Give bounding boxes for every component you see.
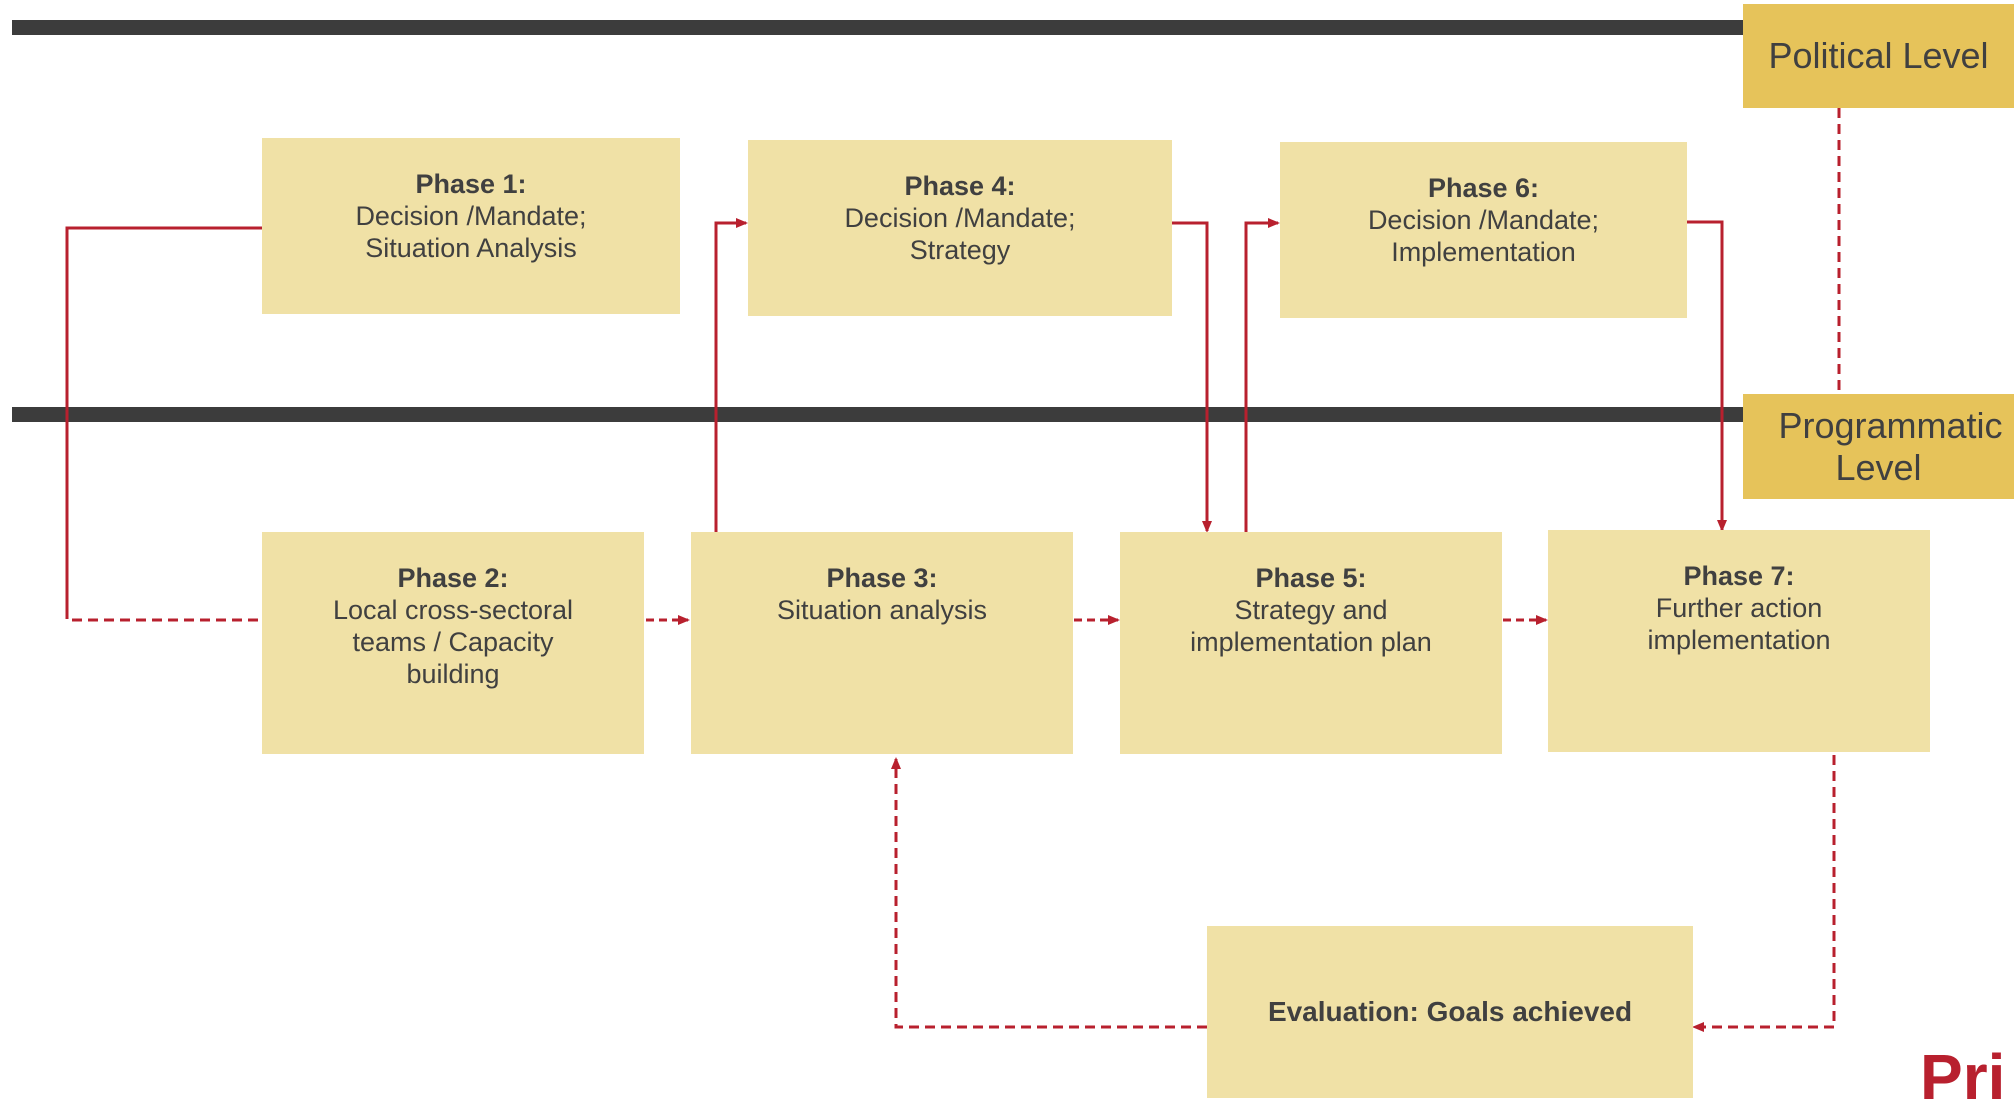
phase-2-title: Phase 2: — [397, 563, 509, 593]
connector-phase5-to-phase6 — [1244, 218, 1280, 532]
connector-phase1-to-phase2 — [65, 226, 262, 622]
connector-phase3-to-phase4 — [714, 218, 748, 532]
political-level-divider — [12, 20, 1752, 35]
phase-6-title: Phase 6: — [1427, 173, 1540, 203]
evaluation-box: Evaluation: Goals achieved — [1207, 926, 1693, 1098]
phase-3-title: Phase 3: — [826, 563, 938, 593]
phase-3-box: Phase 3: Situation analysis — [691, 532, 1073, 754]
phase-7-body: Further action implementation — [1647, 593, 1831, 655]
programmatic-level-label: Programmatic Level — [1743, 394, 2014, 499]
programmatic-level-divider — [12, 407, 1752, 422]
phase-4-title: Phase 4: — [904, 171, 1016, 201]
phase-4-box: Phase 4: Decision /Mandate; Strategy — [748, 140, 1172, 316]
connector-phase4-to-phase5 — [1172, 221, 1212, 533]
phase-6-body: Decision /Mandate; Implementation — [1367, 205, 1600, 267]
phase-7-box: Phase 7: Further action implementation — [1548, 530, 1930, 752]
logo-text: Pri — [1920, 1041, 2006, 1113]
phase-5-title: Phase 5: — [1255, 563, 1367, 593]
connector-phase1-to-phase2-solid — [65, 226, 262, 610]
phase-6-box: Phase 6: Decision /Mandate; Implementati… — [1280, 142, 1687, 318]
connector-phase6-to-phase7 — [1687, 220, 1727, 532]
phase-1-box: Phase 1: Decision /Mandate; Situation An… — [262, 138, 680, 314]
phase-2-box: Phase 2: Local cross-sectoral teams / Ca… — [262, 532, 644, 754]
phase-5-body: Strategy and implementation plan — [1190, 595, 1432, 657]
connector-phase7-to-evaluation — [1692, 755, 1836, 1032]
connector-evaluation-to-phase3 — [891, 757, 1207, 1029]
phase-1-title: Phase 1: — [415, 169, 527, 199]
phase-7-title: Phase 7: — [1683, 561, 1795, 591]
phase-1-body: Decision /Mandate; Situation Analysis — [355, 201, 587, 263]
evaluation-title: Evaluation: Goals achieved — [1267, 996, 1633, 1027]
phase-4-body: Decision /Mandate; Strategy — [844, 203, 1076, 265]
phase-3-body: Situation analysis — [776, 595, 988, 625]
phase-5-box: Phase 5: Strategy and implementation pla… — [1120, 532, 1502, 754]
phase-2-body: Local cross-sectoral teams / Capacity bu… — [332, 595, 574, 689]
political-level-label: Political Level — [1743, 4, 2014, 108]
